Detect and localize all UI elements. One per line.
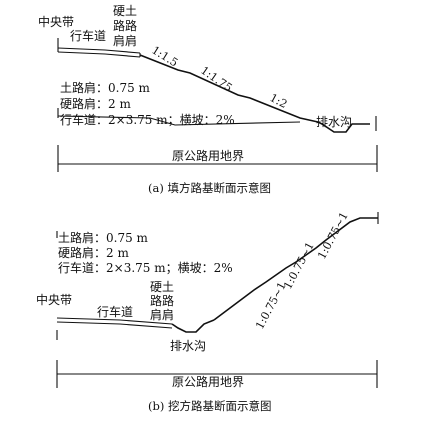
- cut-label-median: 中央带: [36, 292, 72, 307]
- fill-label-boundary: 原公路用地界: [172, 148, 244, 163]
- fill-label-hard-shoulder-3: 肩肩: [113, 33, 137, 48]
- fill-slope-upper: [139, 54, 319, 123]
- cut-spec-hard-shoulder: 硬路肩：2 m: [58, 245, 129, 260]
- fill-label-hard-shoulder-2: 路路: [113, 18, 137, 33]
- cut-road-surface-under: [56, 321, 173, 329]
- fill-road-surface-under: [57, 51, 141, 58]
- cut-slope-ratio-3: 1:0.75~1: [315, 210, 351, 262]
- cut-section: 土路肩：0.75 m 硬路肩：2 m 行车道：2×3.75 m；横坡：2% 中央…: [36, 210, 379, 413]
- cut-road-surface: [56, 317, 173, 325]
- cut-label-ditch: 排水沟: [170, 339, 206, 353]
- fill-spec-carriageway: 行车道：2×3.75 m；横坡：2%: [60, 112, 235, 127]
- cut-spec-soil-shoulder: 土路肩：0.75 m: [58, 230, 149, 245]
- fill-label-median: 中央带: [38, 14, 74, 29]
- fill-spec-soil-shoulder: 土路肩：0.75 m: [60, 80, 151, 95]
- cut-caption: (b) 挖方路基断面示意图: [148, 399, 272, 413]
- fill-road-surface: [57, 47, 141, 54]
- fill-spec-hard-shoulder: 硬路肩：2 m: [60, 96, 131, 111]
- fill-label-carriageway: 行车道: [70, 28, 106, 43]
- fill-caption: (a) 填方路基断面示意图: [148, 181, 271, 195]
- cut-label-carriageway: 行车道: [97, 304, 133, 319]
- cut-ditch: [171, 319, 215, 333]
- fill-label-hard-shoulder-1: 硬土: [113, 4, 137, 18]
- fill-slope-ratio-3: 1:2: [268, 91, 290, 111]
- fill-label-ditch: 排水沟: [316, 115, 352, 129]
- fill-ditch: [317, 121, 370, 133]
- cut-label-hard-shoulder-2: 路路: [150, 293, 174, 308]
- fill-section: 中央带 行车道 硬土 路路 肩肩 1:1.5 1:1.75 1:2 土路肩：0.…: [38, 4, 378, 195]
- cut-slope: [213, 217, 378, 321]
- cut-label-hard-shoulder-1: 硬土: [150, 280, 174, 294]
- cut-spec-carriageway: 行车道：2×3.75 m；横坡：2%: [58, 260, 233, 275]
- cut-label-hard-shoulder-3: 肩肩: [150, 307, 174, 322]
- cut-slope-ratio-2: 1:0.75~1: [281, 240, 317, 292]
- cut-label-boundary: 原公路用地界: [172, 374, 244, 389]
- fill-embankment-base: [57, 115, 301, 126]
